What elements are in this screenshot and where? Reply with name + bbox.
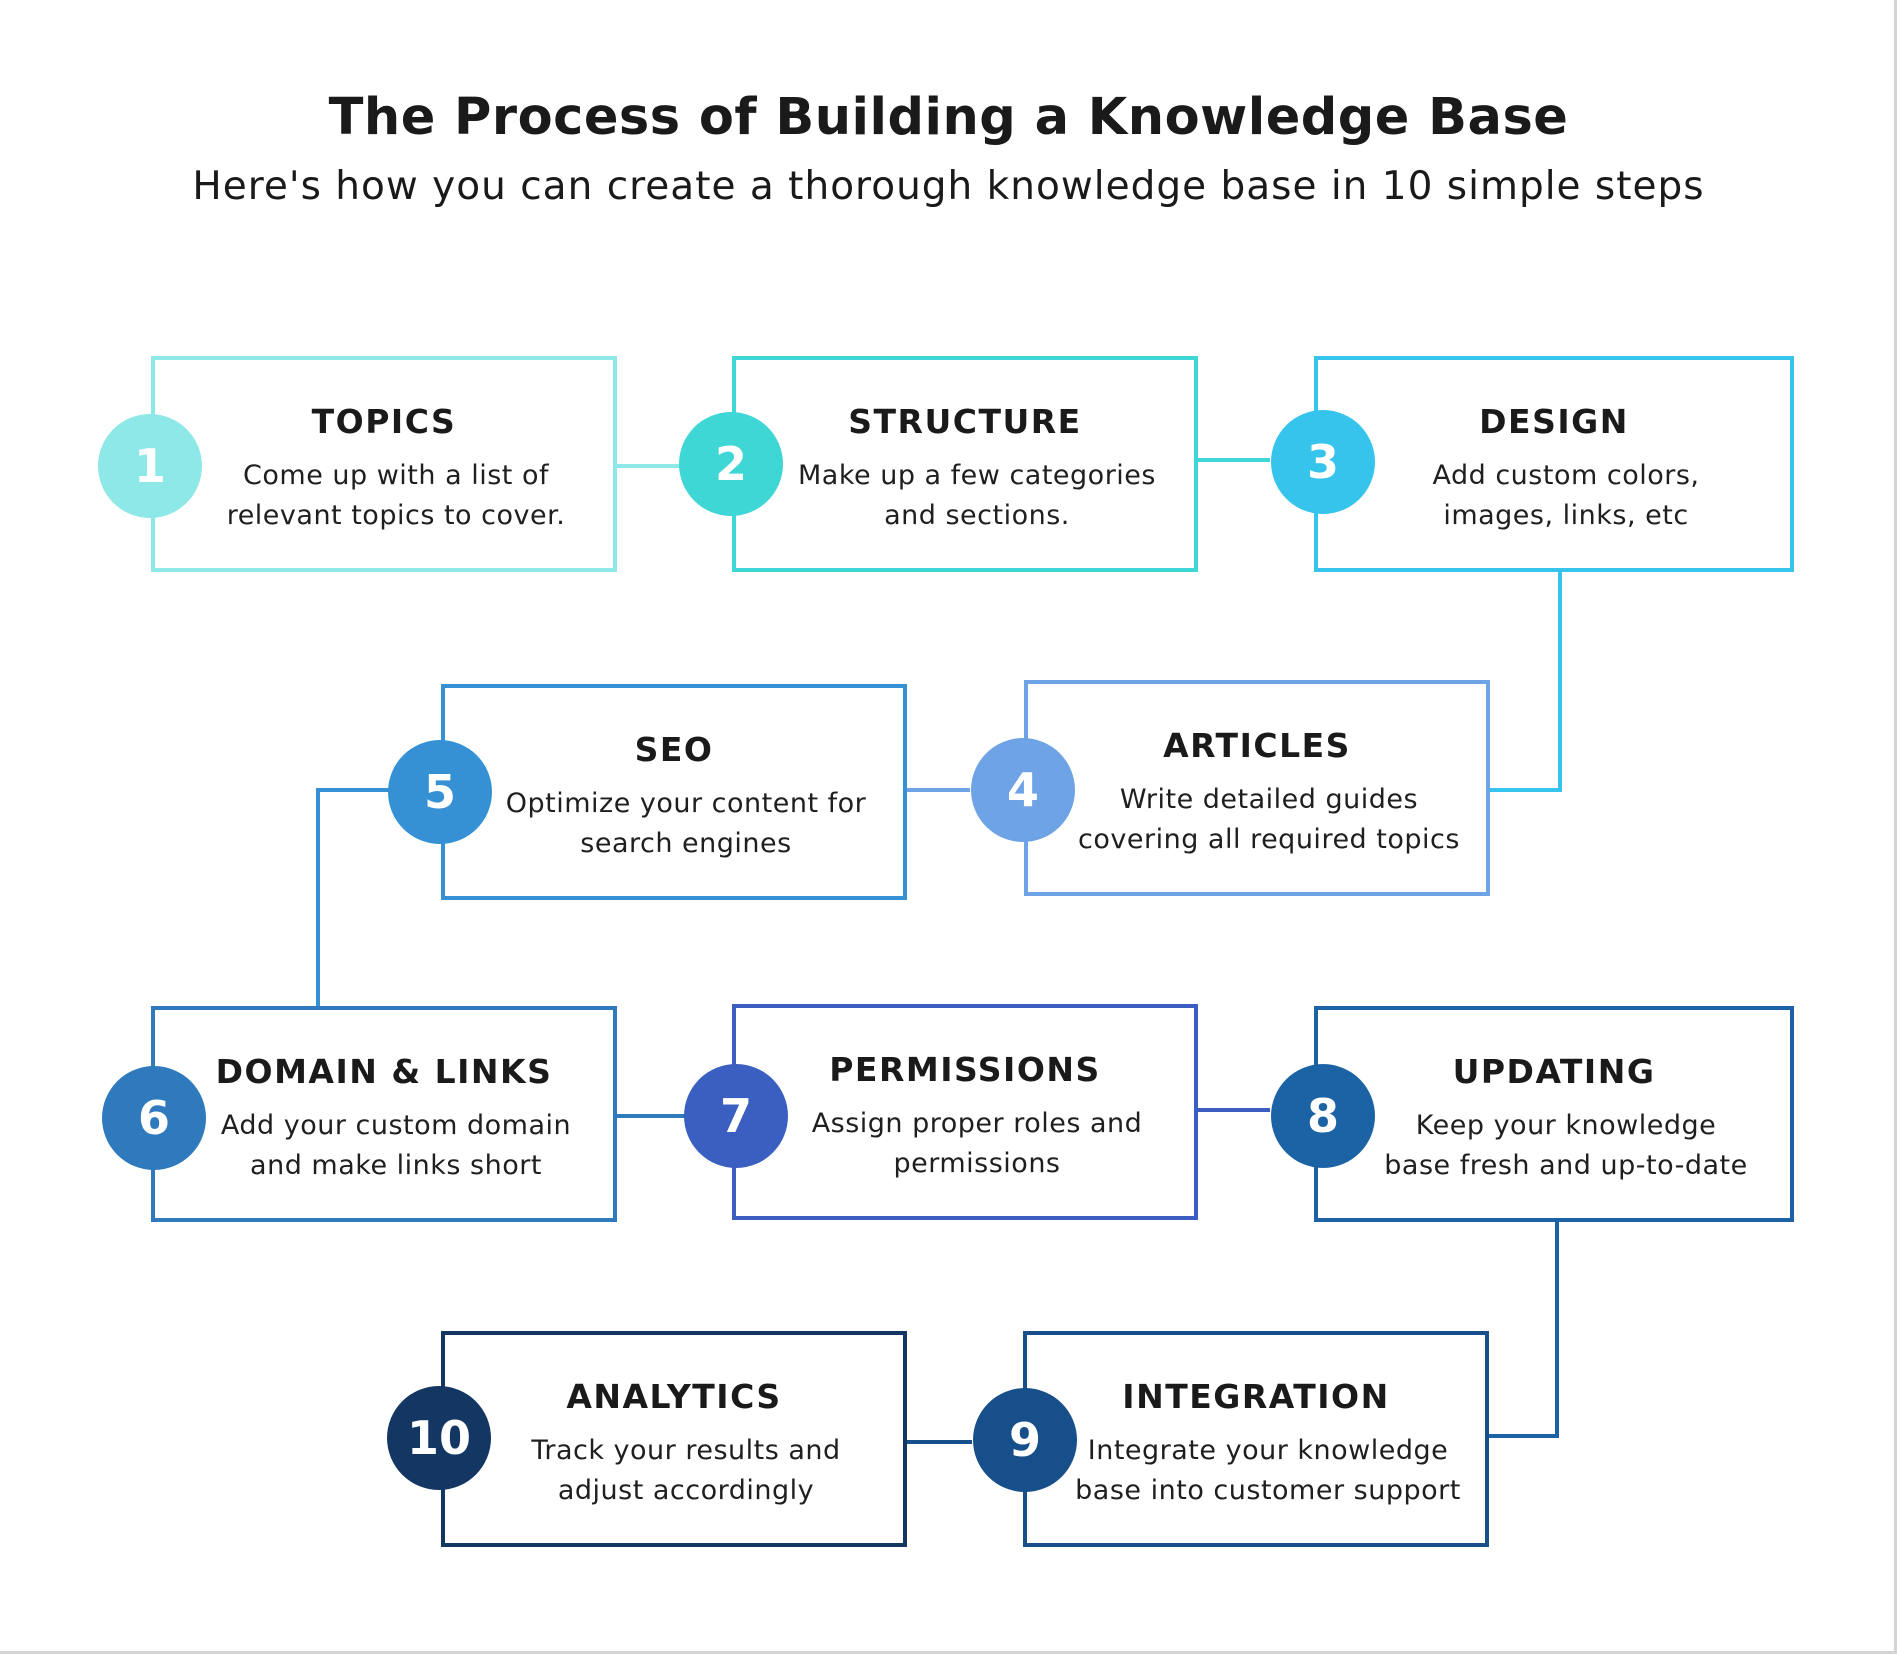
step-7-description-line-2: permissions	[893, 1148, 1061, 1179]
step-10-heading: ANALYTICS	[566, 1377, 782, 1416]
step-5-heading: SEO	[634, 730, 714, 769]
page-title: The Process of Building a Knowledge Base	[328, 88, 1569, 147]
step-1-number-badge: 1	[98, 414, 202, 518]
step-4-description-line-1: Write detailed guides	[1119, 784, 1419, 815]
step-6-description-line-2: and make links short	[250, 1150, 542, 1181]
step-5-description: Optimize your content for search engines	[485, 784, 887, 864]
step-2-number-badge: 2	[679, 412, 783, 516]
step-4-number-badge: 4	[971, 738, 1075, 842]
step-9-number-badge: 9	[973, 1388, 1077, 1492]
step-8-box: UPDATING Keep your knowledge base fresh …	[1314, 1006, 1794, 1222]
step-9-description-line-2: base into customer support	[1075, 1475, 1461, 1506]
step-5-description-line-2: search engines	[580, 828, 792, 859]
step-6-description: Add your custom domain and make links sh…	[195, 1106, 597, 1186]
step-8-number-badge: 8	[1271, 1064, 1375, 1168]
step-1-box: TOPICS Come up with a list of relevant t…	[151, 356, 617, 572]
step-3-description-line-1: Add custom colors,	[1432, 460, 1700, 491]
step-1-description: Come up with a list of relevant topics t…	[195, 456, 597, 536]
step-7-description: Assign proper roles and permissions	[776, 1104, 1178, 1184]
step-9-description: Integrate your knowledge base into custo…	[1067, 1431, 1469, 1511]
step-8-description: Keep your knowledge base fresh and up-to…	[1358, 1106, 1774, 1186]
step-10-box: ANALYTICS Track your results and adjust …	[441, 1331, 907, 1547]
step-2-description-line-1: Make up a few categories	[798, 460, 1156, 491]
step-4-box: ARTICLES Write detailed guides covering …	[1024, 680, 1490, 896]
step-8-heading: UPDATING	[1452, 1052, 1656, 1091]
step-5-box: SEO Optimize your content for search eng…	[441, 684, 907, 900]
page-subtitle: Here's how you can create a thorough kno…	[192, 164, 1705, 209]
step-6-description-line-1: Add your custom domain	[220, 1110, 572, 1141]
step-6-heading: DOMAIN & LINKS	[215, 1052, 553, 1091]
connector-5-6	[316, 788, 390, 1006]
step-3-number-badge: 3	[1271, 410, 1375, 514]
connector-8-9	[1488, 1222, 1559, 1438]
step-3-description: Add custom colors, images, links, etc	[1358, 456, 1774, 536]
connector-3-4	[1490, 571, 1562, 792]
step-2-box: STRUCTURE Make up a few categories and s…	[732, 356, 1198, 572]
step-6-number-badge: 6	[102, 1066, 206, 1170]
step-9-description-line-1: Integrate your knowledge	[1087, 1435, 1449, 1466]
step-1-heading: TOPICS	[311, 402, 457, 441]
step-3-box: DESIGN Add custom colors, images, links,…	[1314, 356, 1794, 572]
step-7-number-badge: 7	[684, 1064, 788, 1168]
step-10-description-line-2: adjust accordingly	[557, 1475, 815, 1506]
step-2-heading: STRUCTURE	[848, 402, 1082, 441]
step-10-number-badge: 10	[387, 1386, 491, 1490]
step-4-description: Write detailed guides covering all requi…	[1068, 780, 1470, 860]
step-7-box: PERMISSIONS Assign proper roles and perm…	[732, 1004, 1198, 1220]
step-4-description-line-2: covering all required topics	[1078, 824, 1460, 855]
step-4-heading: ARTICLES	[1163, 726, 1351, 765]
step-5-number-badge: 5	[388, 740, 492, 844]
step-9-heading: INTEGRATION	[1122, 1377, 1390, 1416]
step-9-box: INTEGRATION Integrate your knowledge bas…	[1023, 1331, 1489, 1547]
step-3-heading: DESIGN	[1479, 402, 1629, 441]
step-8-description-line-2: base fresh and up-to-date	[1384, 1150, 1748, 1181]
step-5-description-line-1: Optimize your content for	[505, 788, 867, 819]
step-10-description-line-1: Track your results and	[531, 1435, 841, 1466]
step-6-box: DOMAIN & LINKS Add your custom domain an…	[151, 1006, 617, 1222]
step-1-description-line-2: relevant topics to cover.	[226, 500, 566, 531]
step-2-description: Make up a few categories and sections.	[776, 456, 1178, 536]
step-1-description-line-1: Come up with a list of	[243, 460, 549, 491]
step-3-description-line-2: images, links, etc	[1443, 500, 1689, 531]
step-7-heading: PERMISSIONS	[829, 1050, 1101, 1089]
step-8-description-line-1: Keep your knowledge	[1415, 1110, 1717, 1141]
step-10-description: Track your results and adjust accordingl…	[485, 1431, 887, 1511]
step-7-description-line-1: Assign proper roles and	[811, 1108, 1143, 1139]
step-2-description-line-2: and sections.	[884, 500, 1070, 531]
